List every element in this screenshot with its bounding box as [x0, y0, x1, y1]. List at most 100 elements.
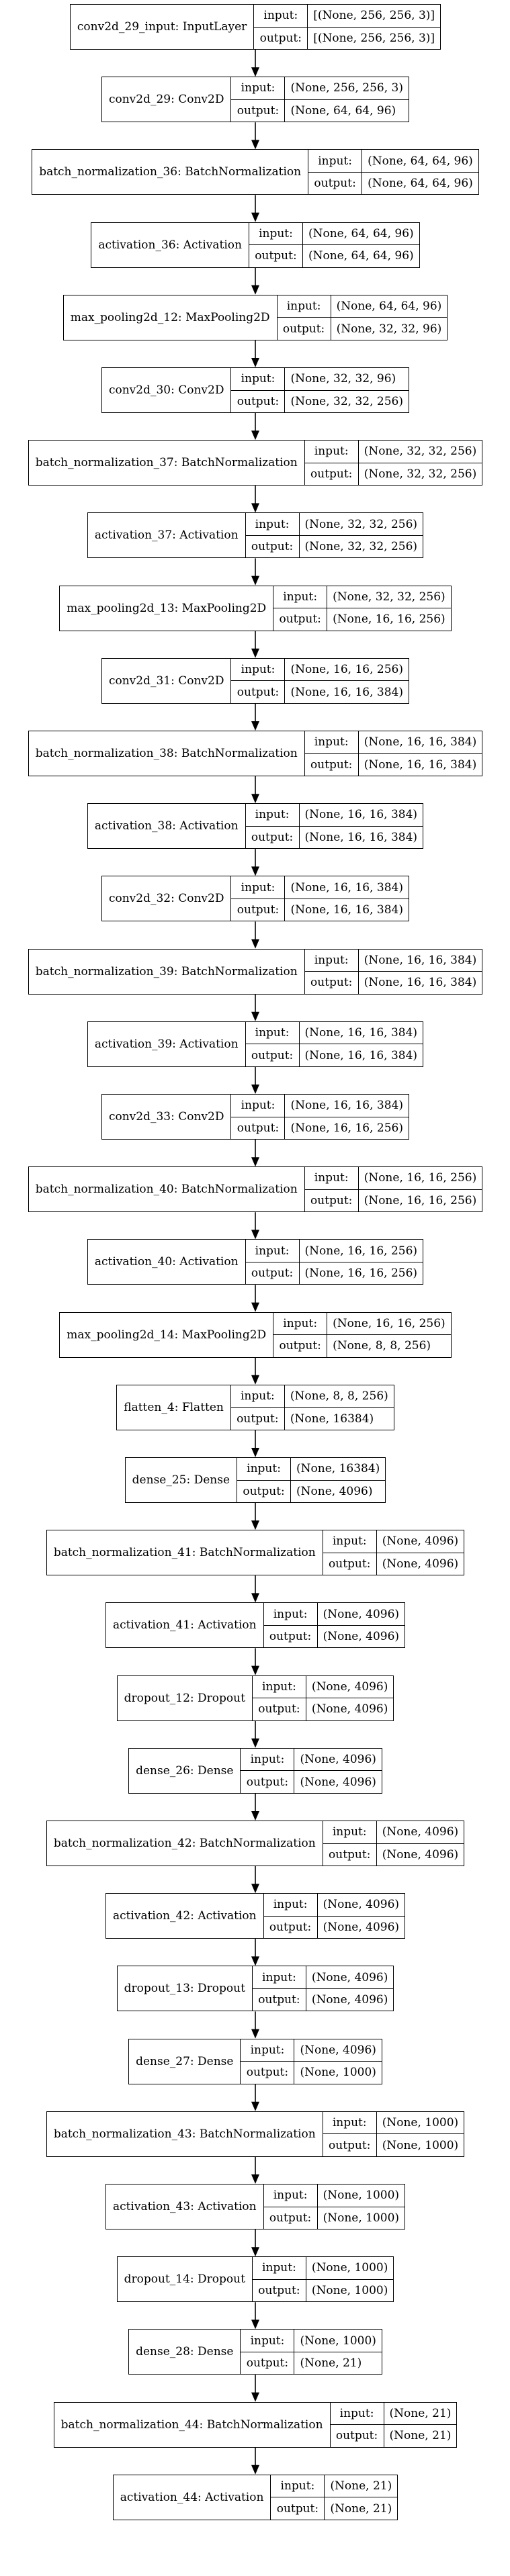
layer-label: dense_28: Dense	[129, 2330, 241, 2375]
input-shape: (None, 4096)	[311, 1970, 388, 1984]
layer-io: input:(None, 21)output:(None, 21)	[271, 2475, 398, 2520]
layer-io: input:(None, 4096)output:(None, 4096)	[252, 1966, 394, 2011]
output-key: output:	[331, 2425, 384, 2447]
input-key: input:	[323, 2111, 377, 2134]
output-key: output:	[231, 99, 286, 122]
layer-label: dense_27: Dense	[129, 2039, 241, 2084]
io-row-input: input:(None, 4096)	[253, 1675, 393, 1698]
io-row-output: output:(None, 32, 32, 256)	[245, 535, 423, 558]
io-row-input: input:(None, 64, 64, 96)	[278, 295, 448, 318]
output-key: output:	[246, 1262, 300, 1285]
input-key: input:	[253, 2257, 306, 2279]
layer-label: dense_25: Dense	[126, 1458, 238, 1502]
edge-arrowhead	[251, 285, 259, 295]
layer-io: input:(None, 16, 16, 256)output:(None, 1…	[231, 658, 409, 703]
io-row-input: input:(None, 32, 32, 256)	[246, 513, 423, 535]
input-key: input:	[323, 1530, 377, 1553]
io-row-output: output:(None, 16, 16, 384)	[231, 680, 409, 703]
layer-io: input:(None, 64, 64, 96)output:(None, 64…	[249, 222, 419, 267]
output-shape: (None, 21)	[330, 2501, 392, 2516]
layer-node: batch_normalization_42: BatchNormalizati…	[46, 1821, 465, 1866]
layer-label: batch_normalization_36: BatchNormalizati…	[32, 150, 309, 195]
output-shape: (None, 16, 16, 384)	[290, 685, 404, 699]
io-row-input: input:(None, 16, 16, 384)	[305, 949, 482, 972]
input-shape: (None, 64, 64, 96)	[368, 154, 473, 168]
io-row-input: input:(None, 64, 64, 96)	[308, 150, 478, 172]
layer-label: batch_normalization_44: BatchNormalizati…	[54, 2402, 331, 2447]
edge-arrowhead	[251, 140, 259, 150]
output-key: output:	[264, 1916, 318, 1939]
io-row-input: input:(None, 16, 16, 384)	[231, 876, 409, 899]
io-row-input: input:(None, 8, 8, 256)	[231, 1385, 394, 1408]
output-key: output:	[231, 1408, 285, 1430]
input-key: input:	[331, 2402, 384, 2425]
input-shape: (None, 8, 8, 256)	[290, 1389, 388, 1404]
input-shape: (None, 16, 16, 384)	[290, 1099, 404, 1113]
input-shape: (None, 256, 256, 3)	[290, 81, 404, 95]
edge-arrowhead	[251, 2101, 259, 2111]
edge-arrowhead	[251, 721, 259, 731]
input-shape: (None, 1000)	[382, 2116, 459, 2130]
output-shape: (None, 64, 64, 96)	[308, 249, 414, 263]
layer-io: input:(None, 4096)output:(None, 4096)	[252, 1675, 394, 1720]
io-row-input: input:(None, 16384)	[237, 1458, 385, 1480]
input-shape: (None, 4096)	[323, 1607, 400, 1621]
io-row-input: input:(None, 16, 16, 256)	[305, 1167, 482, 1189]
output-shape: (None, 1000)	[323, 2211, 400, 2225]
output-key: output:	[264, 1625, 318, 1648]
output-shape: (None, 1000)	[311, 2283, 388, 2297]
input-shape: (None, 32, 32, 96)	[290, 372, 396, 386]
io-row-output: output:(None, 16384)	[230, 1407, 394, 1430]
io-row-input: input:(None, 4096)	[241, 2039, 381, 2062]
input-shape: (None, 16, 16, 256)	[304, 1244, 418, 1258]
layer-io: input:(None, 8, 8, 256)output:(None, 163…	[230, 1385, 394, 1430]
io-row-input: input:(None, 16, 16, 384)	[231, 1095, 409, 1117]
input-shape: (None, 16, 16, 256)	[333, 1316, 445, 1330]
io-row-output: output:(None, 16, 16, 384)	[231, 898, 409, 921]
io-row-output: output:(None, 16, 16, 384)	[304, 971, 482, 994]
edge-arrowhead	[251, 1956, 259, 1966]
input-key: input:	[278, 295, 331, 318]
io-row-output: output:(None, 16, 16, 384)	[304, 753, 482, 776]
layer-label: batch_normalization_39: BatchNormalizati…	[29, 949, 305, 994]
layer-node: batch_normalization_44: BatchNormalizati…	[53, 2401, 458, 2448]
output-shape: [(None, 256, 256, 3)]	[313, 31, 435, 45]
io-row-output: output:(None, 32, 32, 256)	[304, 462, 482, 486]
output-shape: (None, 4096)	[296, 1484, 373, 1498]
output-shape: (None, 32, 32, 256)	[290, 394, 404, 408]
output-key: output:	[264, 2207, 318, 2229]
output-shape: (None, 32, 32, 256)	[364, 467, 477, 481]
input-shape: (None, 32, 32, 256)	[364, 445, 477, 459]
input-key: input:	[253, 1966, 306, 1988]
edge-arrowhead	[251, 576, 259, 586]
edge-arrowhead	[251, 2247, 259, 2257]
layer-io: input:(None, 16384)output:(None, 4096)	[237, 1458, 386, 1502]
edge-arrowhead	[251, 212, 259, 222]
layer-label: max_pooling2d_13: MaxPooling2D	[60, 586, 274, 631]
layer-label: batch_normalization_37: BatchNormalizati…	[29, 441, 305, 486]
layer-node: batch_normalization_39: BatchNormalizati…	[28, 948, 483, 995]
edge-arrowhead	[251, 866, 259, 876]
output-shape: (None, 8, 8, 256)	[333, 1339, 431, 1353]
output-shape: (None, 4096)	[311, 1993, 388, 2007]
layer-io: input:(None, 16, 16, 384)output:(None, 1…	[245, 1021, 423, 1066]
output-shape: (None, 21)	[389, 2429, 452, 2443]
output-shape: (None, 16, 16, 256)	[290, 1121, 404, 1135]
io-row-output: output:(None, 1000)	[323, 2133, 464, 2156]
output-key: output:	[273, 1335, 328, 1357]
layer-io: input:(None, 4096)output:(None, 4096)	[323, 1530, 464, 1575]
layer-label: dropout_13: Dropout	[118, 1966, 253, 2011]
